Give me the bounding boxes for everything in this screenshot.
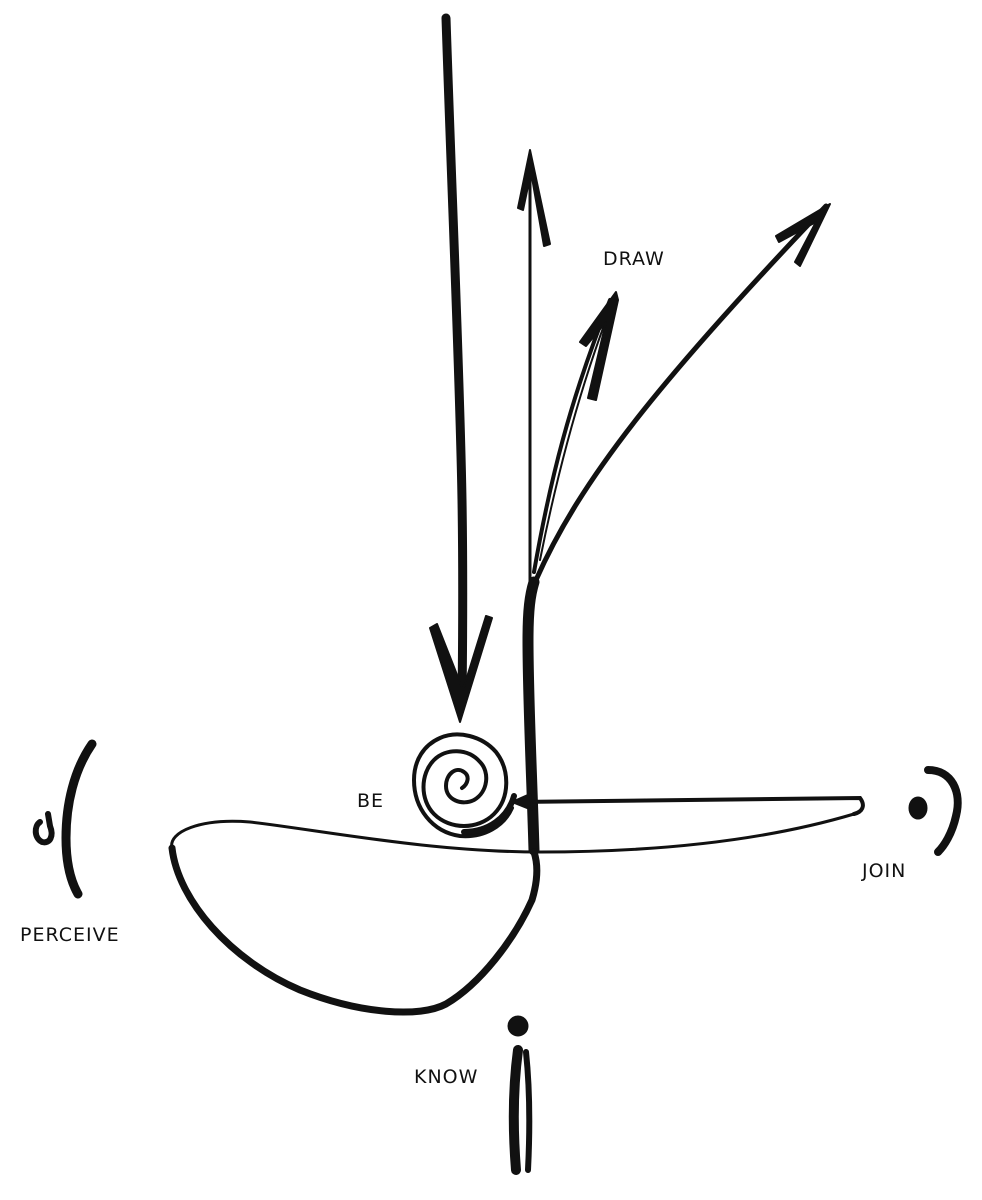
up-arrow	[517, 149, 551, 247]
perceive-mark	[32, 739, 97, 899]
join-arrow	[511, 793, 865, 816]
loop-curve	[168, 812, 856, 1016]
center-stem	[522, 158, 540, 856]
join-mark	[908, 766, 962, 856]
know-mark	[507, 1015, 533, 1175]
join-label: JOIN	[862, 860, 907, 882]
perceive-label: PERCEIVE	[20, 924, 120, 946]
be-label: BE	[357, 790, 385, 812]
down-arrow	[429, 13, 493, 723]
diagonal-arrow	[533, 203, 831, 583]
draw-label: DRAW	[603, 248, 665, 270]
spiral-icon	[411, 732, 517, 839]
draw-arrow	[532, 291, 619, 574]
know-label: KNOW	[414, 1066, 479, 1088]
